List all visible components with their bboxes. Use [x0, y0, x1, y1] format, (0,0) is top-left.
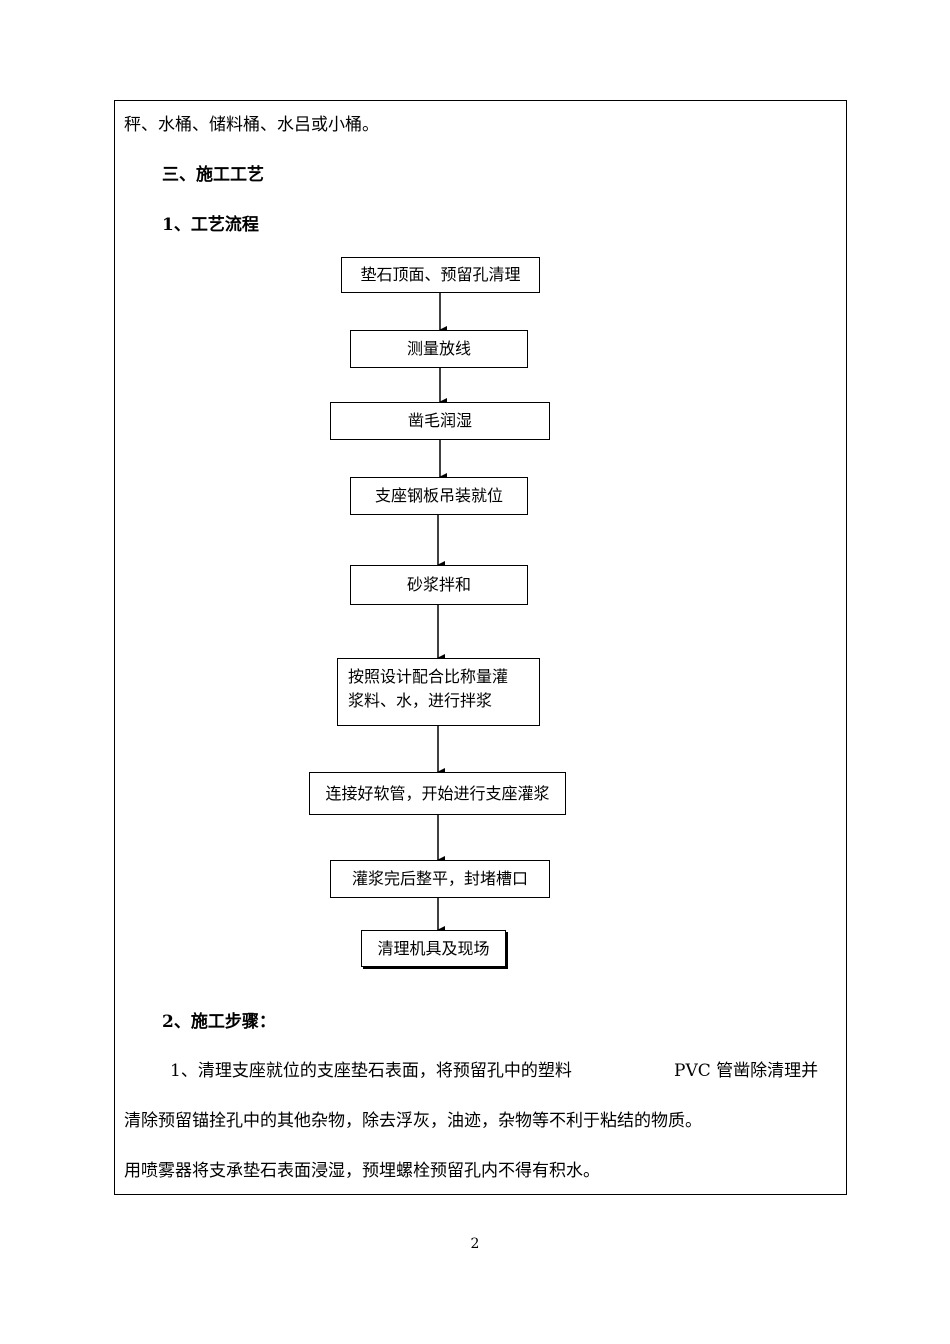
- flow-step-5: 砂浆拌和: [350, 565, 528, 605]
- section-heading: 三、施工工艺: [162, 165, 264, 185]
- flow-step-5-label: 砂浆拌和: [406, 575, 471, 594]
- flow-step-4: 支座钢板吊装就位: [350, 477, 528, 515]
- flow-step-7: 连接好软管，开始进行支座灌浆: [309, 772, 566, 815]
- flow-step-4-label: 支座钢板吊装就位: [374, 486, 503, 505]
- flow-step-6-line-1: 按照设计配合比称量灌: [348, 667, 509, 686]
- flow-step-2-label: 测量放线: [406, 339, 471, 358]
- flow-step-2: 测量放线: [350, 330, 528, 368]
- flow-step-3: 凿毛润湿: [330, 402, 550, 440]
- flow-step-9-label: 清理机具及现场: [377, 938, 490, 958]
- flow-heading: 1、工艺流程: [162, 215, 259, 235]
- step-line-1b: PVC 管凿除清理并: [674, 1061, 819, 1081]
- flow-step-8: 灌浆完后整平，封堵槽口: [330, 860, 550, 898]
- flow-step-1: 垫石顶面、预留孔清理: [341, 257, 540, 293]
- step-line-3: 用喷雾器将支承垫石表面浸湿，预埋螺栓预留孔内不得有积水。: [124, 1161, 600, 1181]
- flow-step-8-label: 灌浆完后整平，封堵槽口: [351, 869, 528, 888]
- flow-step-7-label: 连接好软管，开始进行支座灌浆: [325, 783, 550, 803]
- intro-line: 秤、水桶、储料桶、水吕或小桶。: [124, 115, 379, 135]
- flow-step-1-label: 垫石顶面、预留孔清理: [360, 265, 521, 284]
- step-line-2: 清除预留锚拴孔中的其他杂物，除去浮灰，油迹，杂物等不利于粘结的物质。: [124, 1111, 702, 1131]
- page-number: 2: [470, 1236, 480, 1252]
- step-line-1a: 1、清理支座就位的支座垫石表面，将预留孔中的塑料: [170, 1061, 572, 1081]
- flow-step-9: 清理机具及现场: [361, 930, 506, 967]
- flow-step-6-line-2: 浆料、水，进行拌浆: [348, 691, 493, 710]
- flowchart-arrows: [437, 293, 447, 934]
- flow-step-6: 按照设计配合比称量灌 浆料、水，进行拌浆: [337, 658, 540, 726]
- flow-step-3-label: 凿毛润湿: [407, 411, 472, 430]
- steps-heading: 2、施工步骤：: [162, 1012, 276, 1032]
- content-frame: [114, 100, 847, 1195]
